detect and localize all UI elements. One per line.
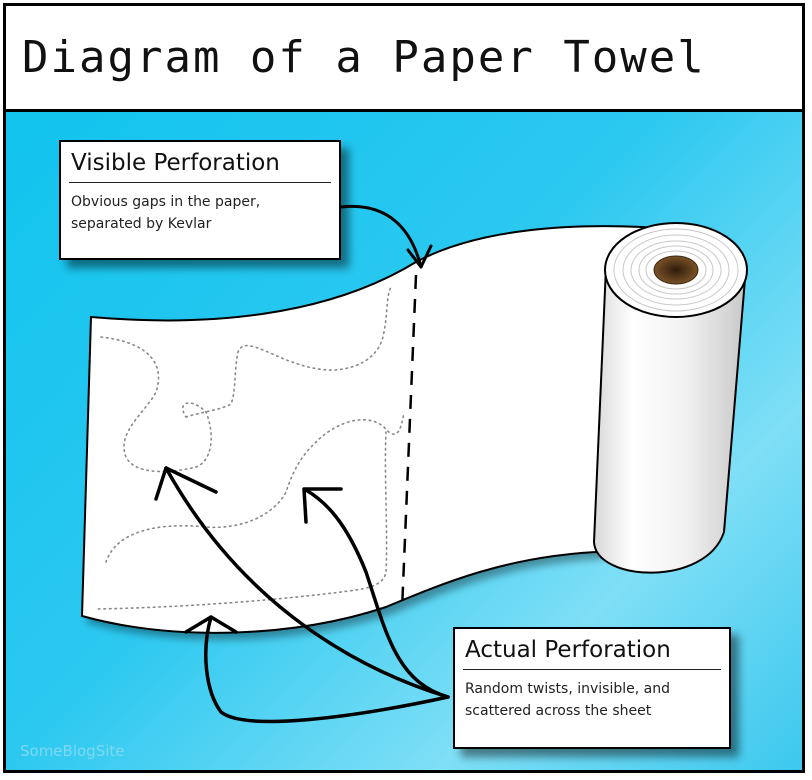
visible-perforation-line [400, 274, 418, 611]
title-bar: Diagram of a Paper Towel [6, 6, 802, 112]
visible-perforation-callout: Visible Perforation Obvious gaps in the … [59, 140, 341, 260]
arrow-visible-perforation [339, 204, 433, 269]
watermark: SomeBlogSite [20, 742, 125, 760]
actual-perforation-line-1: Random twists, invisible, and [465, 681, 670, 697]
visible-perforation-line-2: separated by Kevlar [71, 216, 212, 232]
paper-towel-roll [592, 222, 748, 574]
visible-perforation-heading: Visible Perforation [69, 142, 331, 183]
actual-perforation-description: Random twists, invisible, and scattered … [455, 670, 729, 722]
diagram-frame: Diagram of a Paper Towel [3, 3, 805, 773]
actual-perforation-callout: Actual Perforation Random twists, invisi… [453, 627, 731, 749]
arrows-actual-perforation [154, 466, 450, 724]
actual-perforation-heading: Actual Perforation [463, 629, 721, 670]
visible-perforation-line-1: Obvious gaps in the paper, [71, 194, 261, 210]
diagram-title: Diagram of a Paper Towel [22, 32, 706, 83]
actual-perforation-line-2: scattered across the sheet [465, 703, 652, 719]
actual-perforation-dots [95, 286, 405, 610]
visible-perforation-description: Obvious gaps in the paper, separated by … [61, 183, 339, 235]
roll-core [653, 255, 699, 285]
illustration-panel: Visible Perforation Obvious gaps in the … [6, 112, 802, 770]
paper-towel-illustration [80, 204, 748, 724]
